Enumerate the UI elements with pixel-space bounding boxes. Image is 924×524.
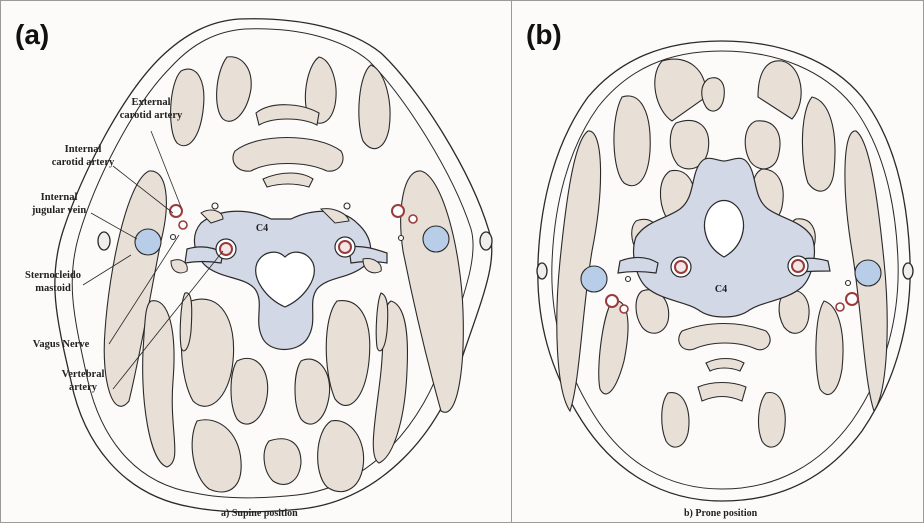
neck-cross-section-prone [512,1,924,524]
label-line: mastoid [3,282,103,295]
muscle-top-left [217,57,252,121]
vertebra-label-a: C4 [247,222,277,235]
neck-cross-section-supine [1,1,513,524]
label-vagus-nerve: Vagus Nerve [11,338,111,351]
label-line: carotid artery [33,156,133,169]
label-internal-carotid-artery: Internal carotid artery [33,143,133,169]
panel-b-prone: (b) [511,0,924,523]
internal-jugular-vein-left [135,229,161,255]
label-line: carotid artery [101,109,201,122]
label-vertebral-artery: Vertebral artery [33,368,133,394]
caption-prone: b) Prone position [684,508,757,519]
panel-a-supine: (a) [0,0,512,523]
label-internal-jugular-vein: Internal jugular vein [9,191,109,217]
label-sternocleidomastoid: Sternocleido mastoid [3,269,103,295]
label-line: jugular vein [9,204,109,217]
internal-jugular-vein-right [423,226,449,252]
vertebra-label-b: C4 [706,283,736,296]
label-external-carotid-artery: External carotid artery [101,96,201,122]
label-line: Internal [9,191,109,204]
sternocleidomastoid-right [401,171,464,412]
caption-supine: a) Supine position [221,508,298,519]
label-line: artery [33,381,133,394]
label-line: Vertebral [33,368,133,381]
label-line: Internal [33,143,133,156]
label-line: Sternocleido [3,269,103,282]
label-line: External [101,96,201,109]
